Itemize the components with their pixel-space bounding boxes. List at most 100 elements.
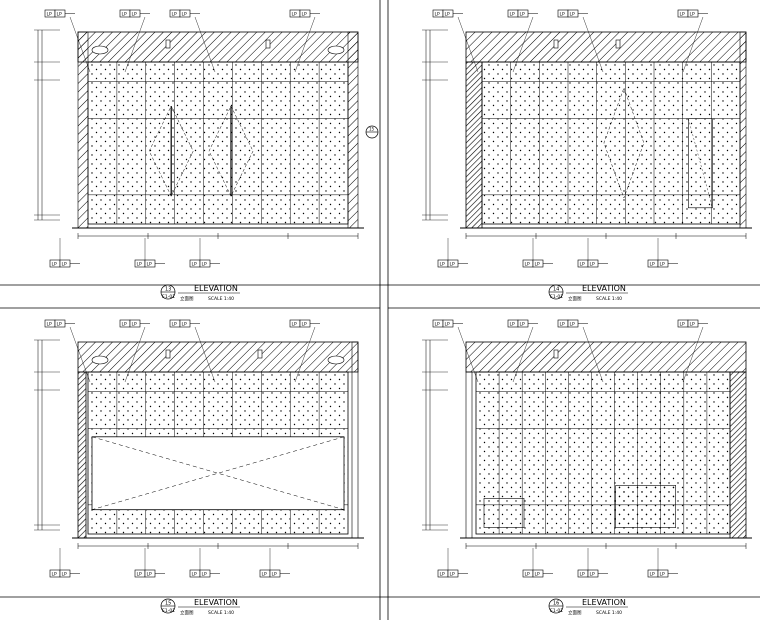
- callout-leader: [582, 326, 604, 383]
- callout-leader: [294, 326, 316, 383]
- callout-tag-label: LP: [52, 571, 58, 577]
- callout-leader: [124, 16, 146, 73]
- callout-tag-label: LP: [535, 261, 541, 267]
- callout-leader: [682, 16, 704, 73]
- callout-tag-label: LP: [147, 261, 153, 267]
- callout-leader: [512, 16, 534, 73]
- callout-tag-label: LP: [147, 571, 153, 577]
- callout-tag-label: LP: [192, 571, 198, 577]
- callout-tag-label: LP: [302, 11, 308, 17]
- callout-leader: [682, 326, 704, 383]
- callout-tag-label: LP: [182, 11, 188, 17]
- elevation-subtitle: 立面图: [180, 295, 194, 302]
- ceiling-fixture: [553, 39, 559, 49]
- callout-leader: [124, 326, 146, 383]
- callout-tag: LP LP: [289, 9, 320, 18]
- callout-leader: [194, 16, 216, 73]
- wall-panel-field: [87, 61, 349, 225]
- callout-tag-label: LP: [520, 321, 526, 327]
- screen-cross: [91, 436, 345, 510]
- callout-tag-label: LP: [192, 261, 198, 267]
- callout-tag-label: LP: [650, 261, 656, 267]
- side-pilaster-right: [739, 31, 747, 229]
- callout-tag-label: LP: [182, 321, 188, 327]
- callout-tag-label: LP: [680, 11, 686, 17]
- section-marker: 15: [365, 125, 379, 139]
- wall-panel-field: [475, 371, 731, 535]
- callout-tag: LP LP: [557, 319, 588, 328]
- elevation-title: ELEVATION: [194, 598, 238, 607]
- screen-cross: [91, 436, 345, 510]
- ceiling-fixture: [165, 39, 171, 49]
- elevation-number: 16: [553, 601, 559, 607]
- callout-tag-label: LP: [510, 321, 516, 327]
- callout-tag-label: LP: [590, 261, 596, 267]
- elevation-subtitle: 立面图: [568, 609, 582, 616]
- elevation-title: ELEVATION: [582, 598, 626, 607]
- callout-tag-label: LP: [62, 261, 68, 267]
- side-pilaster-right: [347, 31, 359, 229]
- sheet-reference: E1-01: [162, 294, 175, 300]
- elevation-scale: SCALE 1:40: [596, 296, 622, 302]
- callout-tag: LP LP: [677, 9, 708, 18]
- elevation-title: ELEVATION: [582, 284, 626, 293]
- ceiling-band: [465, 31, 747, 63]
- ceiling-fixture: [257, 349, 263, 359]
- callout-tag-label: LP: [47, 11, 53, 17]
- elevation-scale: SCALE 1:40: [208, 296, 234, 302]
- ceiling-light: [327, 45, 345, 55]
- callout-tag-label: LP: [435, 11, 441, 17]
- callout-tag-label: LP: [570, 321, 576, 327]
- callout-tag-label: LP: [690, 11, 696, 17]
- callout-tag: LP LP: [169, 9, 200, 18]
- ceiling-fixture: [165, 349, 171, 359]
- callout-leader: [457, 326, 479, 383]
- callout-tag-label: LP: [122, 321, 128, 327]
- ceiling-fixture: [265, 39, 271, 49]
- callout-tag-label: LP: [57, 321, 63, 327]
- callout-tag-label: LP: [560, 321, 566, 327]
- ceiling-light: [91, 45, 109, 55]
- elevation-scale: SCALE 1:40: [208, 610, 234, 616]
- decorative-diamond: [603, 87, 645, 199]
- callout-tag-label: LP: [47, 321, 53, 327]
- callout-tag-label: LP: [62, 571, 68, 577]
- callout-tag-label: LP: [525, 571, 531, 577]
- callout-tag-label: LP: [292, 11, 298, 17]
- callout-tag-label: LP: [57, 11, 63, 17]
- wall-panel-field: [481, 61, 741, 225]
- callout-tag-label: LP: [172, 11, 178, 17]
- callout-tag-label: LP: [590, 571, 596, 577]
- side-pilaster-left: [77, 31, 89, 229]
- elevation-title: ELEVATION: [194, 284, 238, 293]
- callout-tag: LP LP: [44, 319, 75, 328]
- callout-leader: [69, 326, 91, 383]
- callout-tag-label: LP: [202, 571, 208, 577]
- ceiling-light: [91, 355, 109, 365]
- callout-tag-label: LP: [302, 321, 308, 327]
- callout-tag-label: LP: [525, 261, 531, 267]
- callout-tag-label: LP: [560, 11, 566, 17]
- callout-leader: [512, 326, 534, 383]
- elevation-scale: SCALE 1:40: [596, 610, 622, 616]
- side-pilaster-left: [465, 61, 483, 229]
- callout-tag-label: LP: [137, 261, 143, 267]
- callout-leader: [457, 16, 479, 73]
- door-swing: [688, 118, 713, 208]
- elevation-number: 13: [165, 287, 171, 293]
- ceiling-fixture: [615, 39, 621, 49]
- callout-tag: LP LP: [49, 569, 80, 578]
- callout-tag-label: LP: [137, 571, 143, 577]
- callout-tag: LP LP: [522, 259, 553, 268]
